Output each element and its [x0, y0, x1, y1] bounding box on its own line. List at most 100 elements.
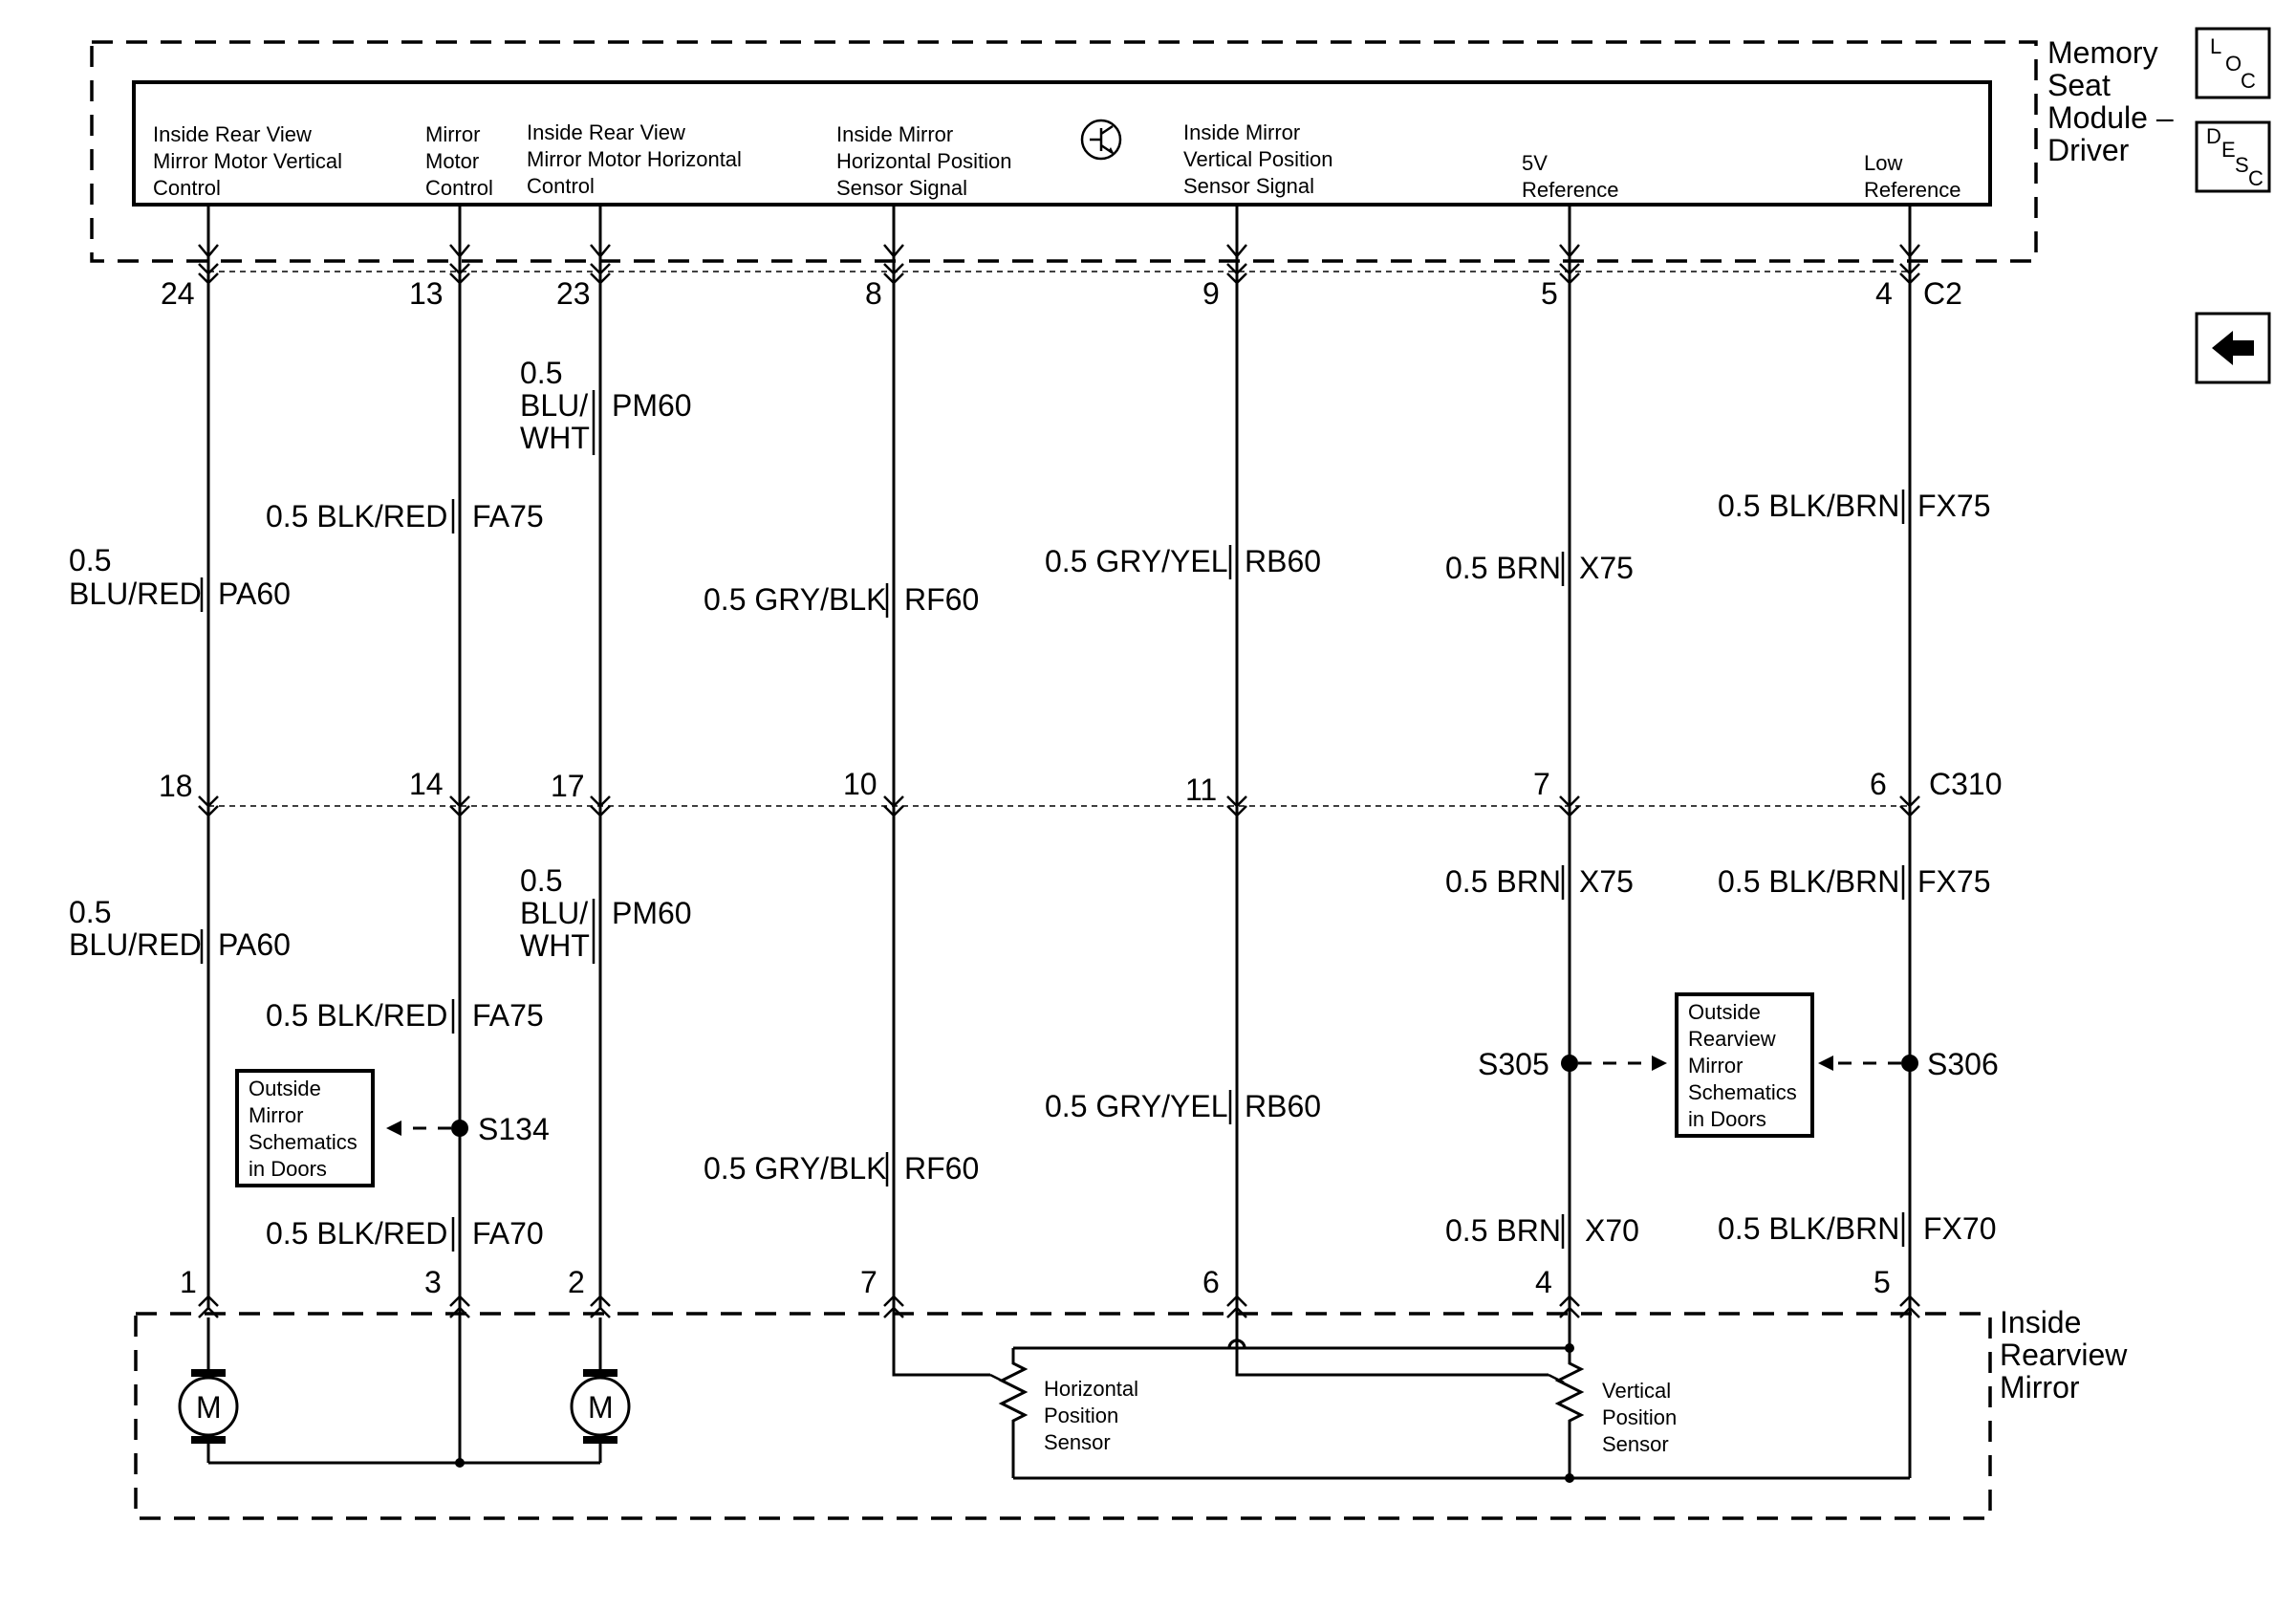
svg-text:FA70: FA70: [472, 1216, 544, 1251]
svg-text:0.5 GRY/YEL: 0.5 GRY/YEL: [1045, 544, 1228, 578]
module-pin-label-low-reference: Low Reference: [1864, 151, 1961, 202]
svg-text:Inside Mirror: Inside Mirror: [1183, 120, 1300, 144]
ref-box-outside-rearview-mirror[interactable]: Outside Rearview Mirror Schematics in Do…: [1675, 992, 1814, 1138]
svg-text:Control: Control: [153, 176, 221, 200]
module-pin-label-horizontal-control: Inside Rear View Mirror Motor Horizontal…: [527, 120, 742, 198]
svg-text:Inside Rear View: Inside Rear View: [153, 122, 312, 146]
svg-text:O: O: [2225, 52, 2242, 76]
wire-label-lower-rb60: 0.5 GRY/YEL RB60: [1045, 1089, 1321, 1123]
svg-text:E: E: [2221, 138, 2236, 162]
svg-text:Vertical: Vertical: [1602, 1379, 1671, 1403]
svg-text:BLU/RED: BLU/RED: [69, 927, 202, 962]
wire-label-bottom-x70: 0.5 BRN X70: [1445, 1213, 1639, 1248]
s305-arrow-icon: [1652, 1056, 1667, 1071]
svg-text:Inside Mirror: Inside Mirror: [836, 122, 953, 146]
svg-text:RB60: RB60: [1245, 1089, 1321, 1123]
module-pin-label-mirror-motor-control: Mirror Motor Control: [425, 122, 493, 200]
horizontal-position-sensor-label: Horizontal Position Sensor: [1044, 1377, 1138, 1454]
svg-text:Mirror: Mirror: [425, 122, 480, 146]
svg-text:C: C: [2248, 166, 2264, 190]
vertical-motor: M: [178, 1317, 239, 1463]
svg-text:Schematics: Schematics: [249, 1130, 357, 1154]
connector-c2-pin-numbers: 24 13 23 8 9 5 4: [161, 276, 1893, 311]
svg-text:0.5 BLK/RED: 0.5 BLK/RED: [266, 499, 447, 533]
back-button[interactable]: [2195, 312, 2271, 384]
svg-text:0.5 GRY/YEL: 0.5 GRY/YEL: [1045, 1089, 1228, 1123]
module-pin-label-horizontal-sensor-signal: Inside Mirror Horizontal Position Sensor…: [836, 122, 1011, 200]
mirror-name: Inside Rearview Mirror: [2000, 1305, 2128, 1404]
svg-text:Position: Position: [1602, 1405, 1677, 1429]
svg-text:2: 2: [568, 1265, 585, 1299]
wire-label-upper-x75: 0.5 BRN X75: [1445, 551, 1634, 585]
connector-c2-chevrons: [198, 263, 1920, 285]
svg-text:Control: Control: [527, 174, 595, 198]
svg-text:X75: X75: [1579, 551, 1634, 585]
svg-text:BLU/RED: BLU/RED: [69, 577, 202, 611]
svg-text:Low: Low: [1864, 151, 1902, 175]
module-pin-block: [132, 80, 1992, 207]
connector-c310-pin-numbers: 18 14 17 10 11 7 6: [159, 767, 1887, 807]
svg-text:Module –: Module –: [2047, 100, 2174, 135]
svg-text:5: 5: [1874, 1265, 1891, 1299]
svg-text:PM60: PM60: [612, 388, 692, 423]
wire-label-upper-rf60: 0.5 GRY/BLK RF60: [704, 582, 979, 617]
svg-text:FX75: FX75: [1917, 489, 1990, 523]
svg-text:Sensor Signal: Sensor Signal: [836, 176, 967, 200]
horizontal-motor: M: [570, 1317, 631, 1463]
svg-text:WHT: WHT: [520, 421, 590, 455]
wire-label-lower-pa60: 0.5 BLU/RED PA60: [69, 895, 291, 962]
svg-text:0.5 BLK/BRN: 0.5 BLK/BRN: [1718, 489, 1899, 523]
svg-text:FA75: FA75: [472, 998, 544, 1033]
svg-text:WHT: WHT: [520, 928, 590, 963]
svg-text:PM60: PM60: [612, 896, 692, 930]
svg-text:FX75: FX75: [1917, 864, 1990, 899]
svg-text:Rearview: Rearview: [1688, 1027, 1776, 1051]
vertical-position-sensor-label: Vertical Position Sensor: [1602, 1379, 1677, 1456]
label-divider-ticks: [200, 390, 1905, 1252]
wire-label-bottom-fa70: 0.5 BLK/RED FA70: [266, 1216, 544, 1251]
svg-text:Control: Control: [425, 176, 493, 200]
svg-text:23: 23: [556, 276, 591, 311]
svg-text:S: S: [2235, 153, 2249, 177]
wire-label-upper-fa75: 0.5 BLK/RED FA75: [266, 499, 544, 533]
svg-text:0.5: 0.5: [520, 863, 562, 898]
svg-text:Horizontal: Horizontal: [1044, 1377, 1138, 1401]
svg-text:Vertical Position: Vertical Position: [1183, 147, 1333, 171]
svg-text:0.5 BRN: 0.5 BRN: [1445, 864, 1561, 899]
wire-label-upper-pa60: 0.5 BLU/RED PA60: [69, 543, 291, 611]
svg-text:D: D: [2206, 124, 2221, 148]
svg-text:Motor: Motor: [425, 149, 479, 173]
svg-text:24: 24: [161, 276, 195, 311]
module-pin-label-vertical-sensor-signal: Inside Mirror Vertical Position Sensor S…: [1183, 120, 1333, 198]
svg-text:Mirror Motor Horizontal: Mirror Motor Horizontal: [527, 147, 742, 171]
svg-text:0.5 BRN: 0.5 BRN: [1445, 551, 1561, 585]
splice-s134: S134: [451, 1112, 550, 1146]
svg-text:Memory: Memory: [2047, 35, 2158, 70]
svg-text:Position: Position: [1044, 1404, 1118, 1427]
svg-text:Inside Rear View: Inside Rear View: [527, 120, 685, 144]
svg-text:8: 8: [865, 276, 882, 311]
svg-text:0.5: 0.5: [520, 356, 562, 390]
ref-box-outside-mirror[interactable]: Outside Mirror Schematics in Doors: [235, 1069, 375, 1187]
description-button[interactable]: D E S C: [2195, 120, 2271, 193]
svg-text:18: 18: [159, 769, 193, 803]
svg-text:6: 6: [1870, 767, 1887, 801]
svg-text:Schematics: Schematics: [1688, 1080, 1797, 1104]
svg-text:Outside: Outside: [1688, 1000, 1761, 1024]
svg-text:17: 17: [551, 769, 585, 803]
svg-text:M: M: [196, 1390, 222, 1425]
splice-s305: S305: [1478, 1047, 1578, 1081]
svg-text:Sensor: Sensor: [1044, 1430, 1111, 1454]
svg-text:5V: 5V: [1522, 151, 1548, 175]
location-button[interactable]: L O C: [2195, 27, 2271, 99]
module-pin-label-5v-reference: 5V Reference: [1522, 151, 1619, 202]
wire-label-upper-rb60: 0.5 GRY/YEL RB60: [1045, 544, 1321, 578]
connector-c310-chevrons: [198, 795, 1920, 817]
svg-text:Outside: Outside: [249, 1077, 321, 1100]
svg-text:6: 6: [1202, 1265, 1220, 1299]
s134-arrow-icon: [386, 1121, 401, 1136]
svg-text:0.5: 0.5: [69, 543, 111, 577]
svg-text:FA75: FA75: [472, 499, 544, 533]
svg-text:S306: S306: [1927, 1047, 1999, 1081]
